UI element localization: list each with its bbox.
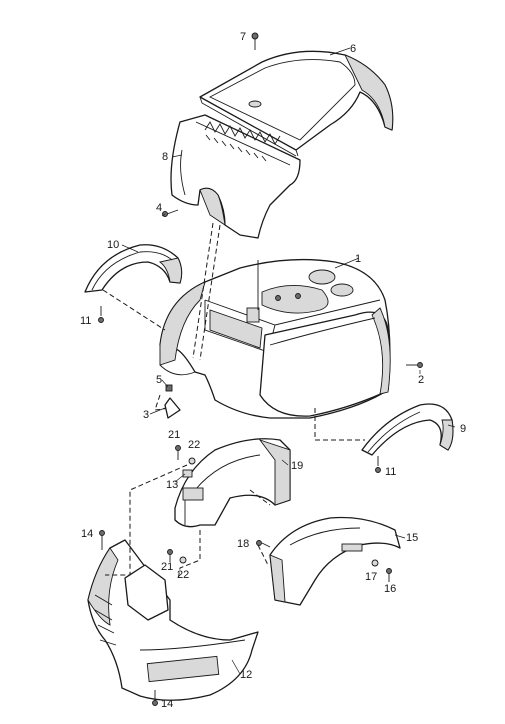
leader-lines [121,47,456,675]
part-12-front-bumper [87,539,259,701]
bolt-4 [162,209,179,217]
bracket-3 [164,397,181,419]
callout-22-upper: 22 [188,439,200,451]
callout-14-lower: 14 [161,698,173,710]
callout-14-upper: 14 [81,528,93,540]
bolt-16 [386,568,392,582]
bolt-11-upper [98,306,104,323]
callout-10: 10 [107,239,119,251]
callout-13: 13 [166,479,178,491]
bolt-21-lower [167,549,173,562]
callout-11-lower: 11 [385,466,396,478]
callout-12: 12 [240,669,252,681]
part-1-main-body [159,258,391,419]
callout-15: 15 [406,532,418,544]
bolt-18 [256,540,271,548]
callout-21-lower: 21 [161,561,173,573]
callout-labels: 1 2 3 4 5 6 7 8 9 10 11 11 12 13 14 14 1… [80,31,466,710]
part-19-inner-fender [174,438,291,528]
callout-8: 8 [162,151,168,163]
callout-2: 2 [418,374,424,386]
callout-1: 1 [355,253,361,265]
part-8-rear-panel [170,114,301,239]
bolt-21-upper [175,445,181,460]
washer-22-upper [188,457,196,465]
bolt-2 [406,362,423,368]
callout-21-upper: 21 [168,429,180,441]
callout-7: 7 [240,31,246,43]
callout-11-upper: 11 [80,315,91,327]
callout-16: 16 [384,583,396,595]
washer-17 [371,559,379,567]
clip-13 [182,469,193,478]
bolt-14-lower [152,690,158,706]
clip-5 [165,384,173,392]
part-15-right-mudguard [269,516,401,606]
fasteners [98,32,423,706]
bolt-14-upper [99,530,105,550]
part-9-right-fender-flare [361,403,454,456]
callout-5: 5 [156,374,162,386]
callout-9: 9 [460,423,466,435]
bolt-7 [251,32,259,50]
callout-18: 18 [237,538,249,550]
part-10-left-fender-flare [84,244,183,293]
callout-6: 6 [350,43,356,55]
bolt-11-lower [375,456,381,473]
washer-22-lower [179,556,187,564]
callout-4: 4 [156,202,162,214]
callout-19: 19 [291,460,303,472]
callout-3: 3 [143,409,149,421]
part-6-top-cover [199,50,394,157]
callout-17: 17 [365,571,377,583]
assembly-dash-lines [102,222,365,581]
callout-22-lower: 22 [177,569,189,581]
